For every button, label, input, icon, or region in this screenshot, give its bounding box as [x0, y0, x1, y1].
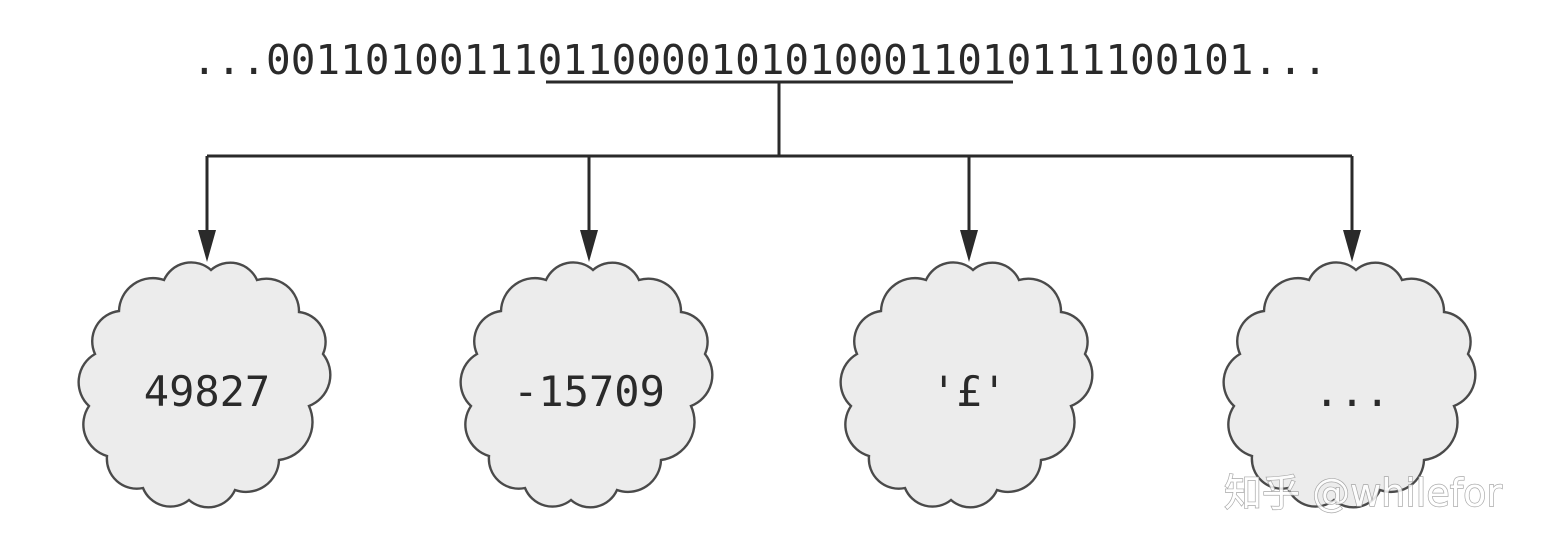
cloud-label-1: 49827 [144, 367, 270, 416]
cloud-icon [77, 261, 332, 509]
bit-string-suffix: 0111100101... [1007, 36, 1328, 84]
branch-arrow-2 [580, 156, 598, 262]
interpretation-clouds: 49827 -15709 '£' ... [77, 261, 1477, 509]
cloud-3: '£' [839, 261, 1094, 509]
cloud-icon [459, 261, 714, 509]
cloud-1: 49827 [77, 261, 332, 509]
cloud-icon [839, 261, 1094, 509]
bit-string: ...0011010011101100001010100011010111100… [192, 36, 1328, 84]
cloud-label-3: '£' [931, 367, 1007, 416]
cloud-label-2: -15709 [513, 367, 665, 416]
cloud-4: ... [1222, 261, 1477, 509]
branch-arrow-3 [960, 156, 978, 262]
cloud-icon [1222, 261, 1477, 509]
arrowhead-icon [580, 230, 598, 262]
cloud-2: -15709 [459, 261, 714, 509]
branch-arrow-1 [198, 156, 216, 262]
bit-string-highlighted: 10110000101010001101 [513, 36, 1007, 84]
bit-string-prefix: ...0011010011 [192, 36, 513, 84]
watermark: 知乎 @whilefor [1224, 471, 1502, 515]
branch-arrow-4 [1343, 156, 1361, 262]
cloud-label-4: ... [1314, 367, 1390, 416]
arrowhead-icon [960, 230, 978, 262]
arrowhead-icon [198, 230, 216, 262]
arrowhead-icon [1343, 230, 1361, 262]
